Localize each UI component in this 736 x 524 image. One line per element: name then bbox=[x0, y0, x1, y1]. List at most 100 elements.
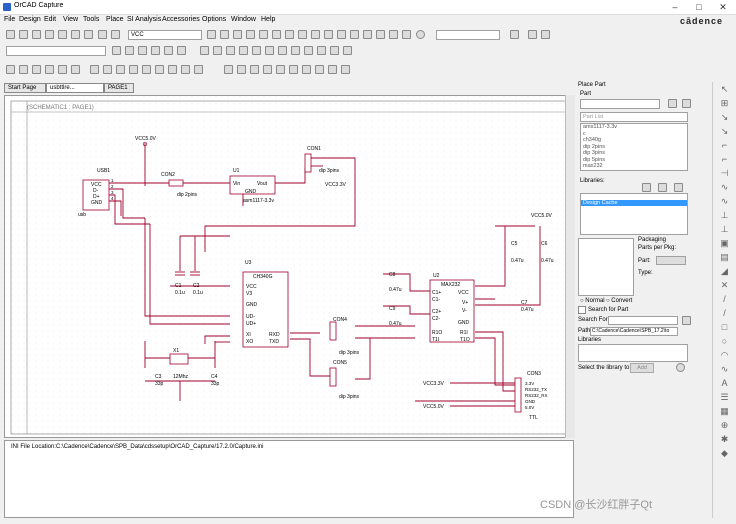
tile-icon[interactable] bbox=[341, 65, 350, 74]
net-alias-tool-icon[interactable]: ∿ bbox=[720, 196, 729, 206]
add-library-button[interactable]: Add bbox=[630, 363, 654, 373]
mirror-icon[interactable] bbox=[213, 46, 222, 55]
align-vcenter-icon[interactable] bbox=[32, 65, 41, 74]
rotate-icon[interactable] bbox=[200, 46, 209, 55]
search-expand-checkbox[interactable] bbox=[578, 306, 586, 314]
net-group-icon[interactable]: ⌐ bbox=[721, 140, 728, 150]
text-color-icon[interactable] bbox=[138, 46, 147, 55]
undo-icon[interactable] bbox=[98, 30, 107, 39]
netlist-icon[interactable] bbox=[298, 30, 307, 39]
send-back-icon[interactable] bbox=[265, 46, 274, 55]
menu-tools[interactable]: Tools bbox=[83, 16, 100, 23]
menu-view[interactable]: View bbox=[63, 16, 79, 23]
place-part-tool-icon[interactable]: ⊞ bbox=[720, 98, 729, 108]
list-item[interactable]: dip 2pins bbox=[583, 143, 606, 150]
ground-tool-icon[interactable]: ⊥ bbox=[720, 224, 729, 234]
list-item[interactable]: max232 bbox=[583, 163, 603, 169]
net-color-icon[interactable] bbox=[304, 46, 313, 55]
canvas-scrollbar[interactable] bbox=[565, 95, 575, 438]
properties-tool-icon[interactable]: ✱ bbox=[720, 434, 729, 444]
net-alias-icon[interactable] bbox=[116, 65, 125, 74]
list-item[interactable]: ch340g bbox=[583, 137, 602, 143]
align-bottom-icon[interactable] bbox=[19, 65, 28, 74]
mirror-tool-icon[interactable]: ◆ bbox=[721, 448, 728, 458]
library-item-design-cache[interactable]: Design Cache bbox=[581, 200, 687, 206]
menu-edit[interactable]: Edit bbox=[44, 16, 57, 23]
help-part-icon[interactable] bbox=[682, 99, 691, 108]
save-icon[interactable] bbox=[32, 30, 41, 39]
menu-design[interactable]: Design bbox=[19, 16, 41, 23]
bus-entry-icon[interactable]: ∿ bbox=[720, 182, 729, 192]
help-icon[interactable] bbox=[416, 30, 425, 39]
edge-left-icon[interactable] bbox=[250, 65, 259, 74]
power-icon[interactable] bbox=[129, 65, 138, 74]
ground-icon[interactable] bbox=[142, 65, 151, 74]
zoom-out-icon[interactable] bbox=[220, 30, 229, 39]
menu-options[interactable]: Options bbox=[202, 16, 227, 23]
bold-icon[interactable] bbox=[112, 46, 121, 55]
con3-body[interactable] bbox=[514, 377, 522, 413]
zoom-area-icon[interactable] bbox=[233, 30, 242, 39]
bring-front-icon[interactable] bbox=[252, 46, 261, 55]
part-field-input[interactable] bbox=[656, 256, 686, 265]
edge-right-icon[interactable] bbox=[263, 65, 272, 74]
distribute-h-icon[interactable] bbox=[45, 65, 54, 74]
snap-grid-icon[interactable] bbox=[259, 30, 268, 39]
con2-body[interactable] bbox=[168, 179, 184, 187]
tab-usbttl-design[interactable]: usbttlre... bbox=[46, 83, 104, 93]
u1-body[interactable] bbox=[229, 175, 276, 195]
list-item[interactable]: dip 3pins bbox=[583, 150, 606, 156]
center-v-icon[interactable] bbox=[289, 65, 298, 74]
add-library-icon[interactable] bbox=[642, 183, 651, 192]
search-next-icon[interactable] bbox=[541, 30, 550, 39]
library-icon[interactable] bbox=[376, 30, 385, 39]
u2-body[interactable] bbox=[429, 279, 475, 343]
annotate-icon[interactable] bbox=[285, 30, 294, 39]
connectivity-icon[interactable] bbox=[317, 46, 326, 55]
zoom-all-icon[interactable] bbox=[246, 30, 255, 39]
align-right-icon[interactable] bbox=[177, 46, 186, 55]
tab-start-page[interactable]: Start Page bbox=[4, 83, 46, 93]
crossref-icon[interactable] bbox=[324, 30, 333, 39]
center-h-icon[interactable] bbox=[276, 65, 285, 74]
list-item[interactable]: dip 5pins bbox=[583, 156, 606, 163]
no-connect-icon[interactable] bbox=[155, 65, 164, 74]
menu-window[interactable]: Window bbox=[231, 16, 256, 23]
part-list-filter[interactable]: Part List bbox=[580, 112, 688, 122]
normal-radio[interactable]: ○ Normal bbox=[580, 298, 605, 304]
text-tool-icon[interactable]: ☰ bbox=[720, 392, 729, 402]
menu-accessories[interactable]: Accessories bbox=[162, 16, 200, 23]
libraries-search-list[interactable] bbox=[578, 344, 688, 362]
pcb-icon[interactable] bbox=[337, 30, 346, 39]
edge-bottom-icon[interactable] bbox=[237, 65, 246, 74]
new-icon[interactable] bbox=[6, 30, 15, 39]
matrix-icon[interactable] bbox=[328, 65, 337, 74]
grid-icon[interactable] bbox=[510, 30, 519, 39]
help-icon[interactable] bbox=[676, 363, 685, 372]
properties-icon[interactable] bbox=[389, 30, 398, 39]
redo-icon[interactable] bbox=[111, 30, 120, 39]
remove-library-icon[interactable] bbox=[658, 183, 667, 192]
menu-si-analysis[interactable]: SI Analysis bbox=[127, 16, 162, 23]
select-icon[interactable]: ↖ bbox=[720, 84, 729, 94]
paste-icon[interactable] bbox=[84, 30, 93, 39]
part-input[interactable] bbox=[580, 99, 660, 109]
schematic-canvas[interactable]: (SCHEMATIC1 : PAGE1) bbox=[4, 95, 574, 438]
search-input[interactable] bbox=[608, 316, 678, 325]
maximize-button[interactable]: □ bbox=[696, 2, 702, 12]
con1-body[interactable] bbox=[304, 153, 312, 173]
ungroup-icon[interactable] bbox=[239, 46, 248, 55]
distribute-v-icon[interactable] bbox=[58, 65, 67, 74]
unhighlight-icon[interactable] bbox=[291, 46, 300, 55]
align-left-icon[interactable] bbox=[151, 46, 160, 55]
hier-port-tool-icon[interactable]: ◢ bbox=[721, 266, 728, 276]
menu-file[interactable]: File bbox=[4, 16, 16, 23]
bus-tool-icon[interactable]: ↘ bbox=[720, 126, 729, 136]
italic-icon[interactable] bbox=[125, 46, 134, 55]
junction-tool-icon[interactable]: ⊣ bbox=[720, 168, 729, 178]
open-icon[interactable] bbox=[19, 30, 28, 39]
library-list[interactable]: Design Cache bbox=[580, 193, 688, 235]
group-icon[interactable] bbox=[226, 46, 235, 55]
part-list[interactable]: ams1117-3.3v c ch340g dip 2pins dip 3pin… bbox=[580, 123, 688, 171]
scope-combo[interactable] bbox=[436, 30, 500, 40]
